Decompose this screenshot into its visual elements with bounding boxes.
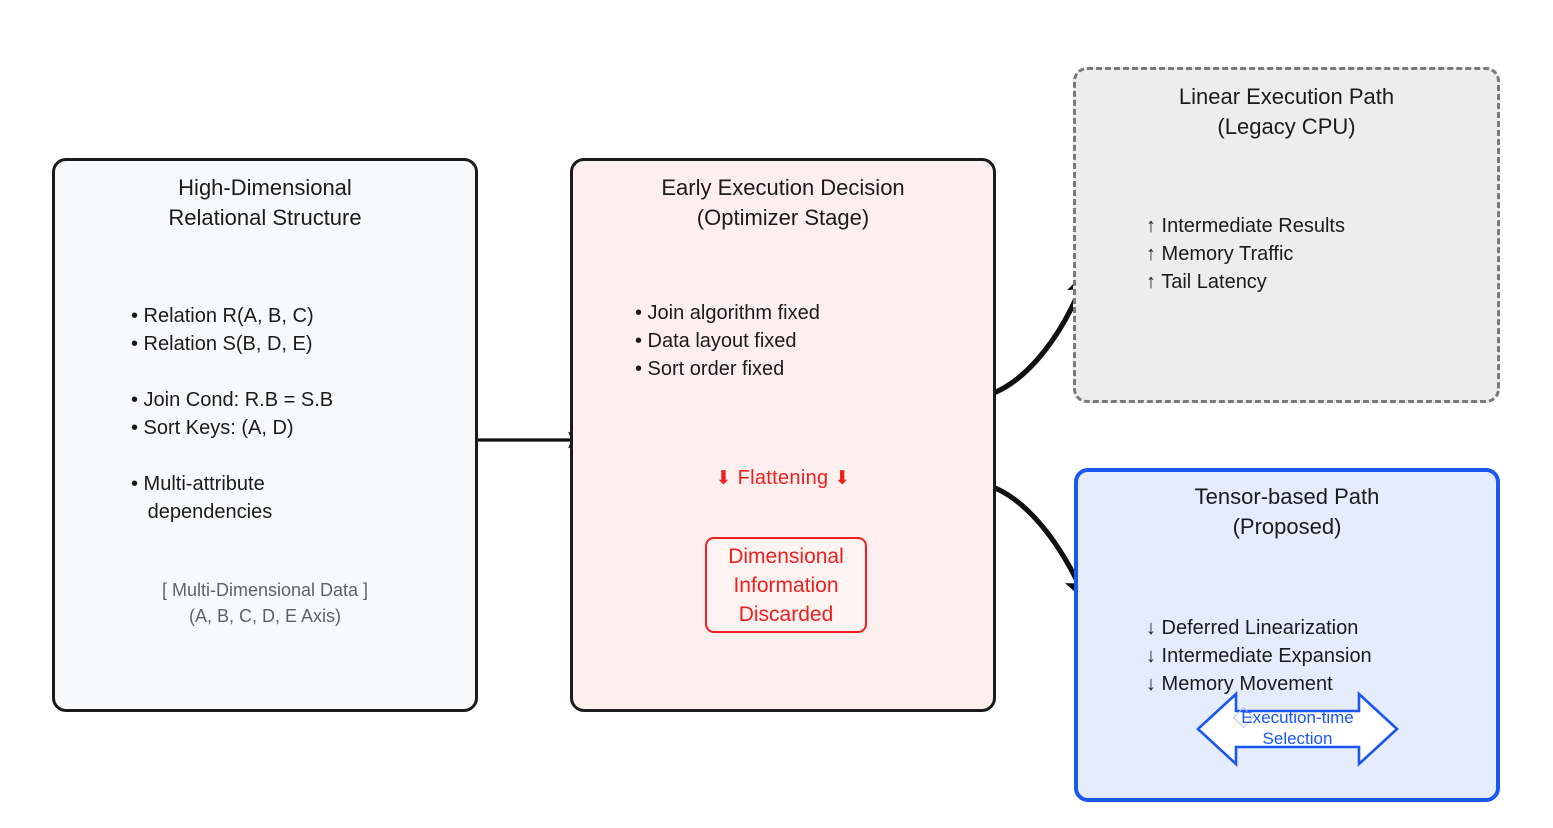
arrow-down-icon-left: ⬇	[715, 468, 732, 489]
linear-bullet-list: ↑ Intermediate Results ↑ Memory Traffic …	[1146, 215, 1345, 293]
tensor-title: Tensor-based Path (Proposed)	[1194, 484, 1380, 539]
flattening-label-text: Flattening	[737, 467, 829, 489]
source-caption: [ Multi-Dimensional Data ] (A, B, C, D, …	[161, 580, 369, 626]
node-tensor-based-path[interactable]: Tensor-based Path (Proposed) ↓ Deferred …	[1074, 468, 1500, 802]
tensor-bullet-list: ↓ Deferred Linearization ↓ Intermediate …	[1146, 617, 1372, 695]
dimensional-information-discarded-badge: Dimensional Information Discarded	[705, 537, 867, 633]
execution-time-selection-arrow[interactable]: Execution-time Selection	[1194, 691, 1401, 767]
decision-bullet-list: • Join algorithm fixed • Data layout fix…	[635, 302, 820, 380]
source-bullet-list: • Relation R(A, B, C) • Relation S(B, D,…	[131, 305, 334, 523]
arrow-down-icon-right: ⬇	[834, 468, 851, 489]
double-arrow-icon	[1196, 691, 1399, 767]
node-high-dimensional-relational-structure[interactable]: High-Dimensional Relational Structure • …	[52, 158, 478, 712]
linear-title: Linear Execution Path (Legacy CPU)	[1178, 84, 1395, 139]
flattening-annotation: ⬇ Flattening ⬇	[573, 465, 993, 492]
node-linear-execution-path[interactable]: Linear Execution Path (Legacy CPU) ↑ Int…	[1073, 67, 1500, 403]
node-early-execution-decision[interactable]: Early Execution Decision (Optimizer Stag…	[570, 158, 996, 712]
decision-title: Early Execution Decision (Optimizer Stag…	[661, 175, 905, 230]
source-title: High-Dimensional Relational Structure	[168, 175, 362, 230]
